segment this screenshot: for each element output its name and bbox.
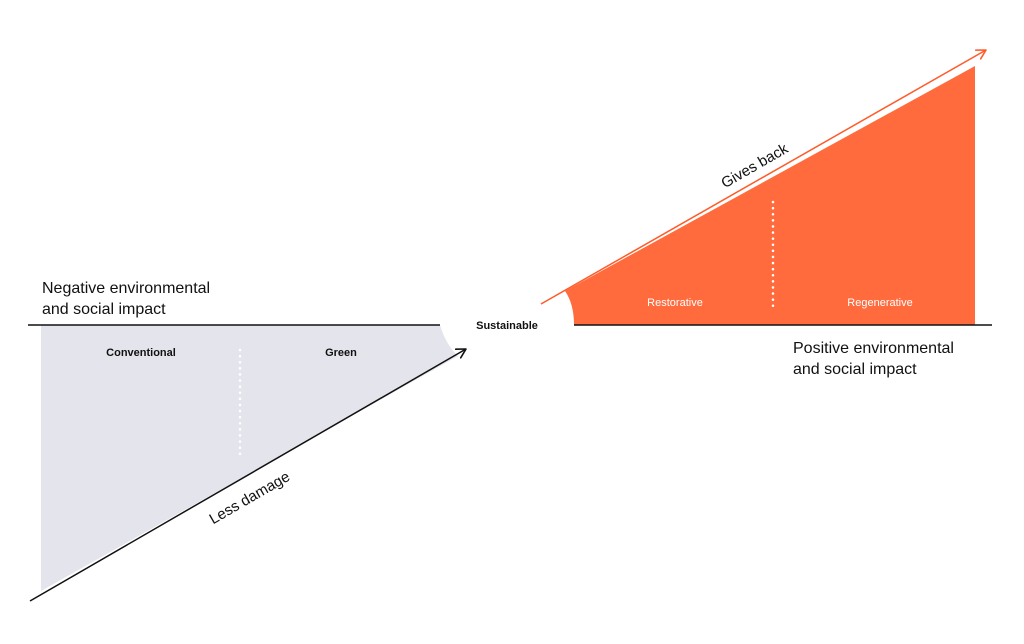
positive-impact-label-line2: and social impact (793, 361, 917, 378)
positive-impact-label: Positive environmental and social impact (793, 340, 958, 378)
negative-impact-label-line2: and social impact (42, 301, 166, 318)
negative-impact-label-line1: Negative environmental (42, 280, 210, 297)
negative-impact-label: Negative environmental and social impact (42, 280, 215, 318)
positive-impact-area (565, 66, 975, 325)
gives-back-arrow (540, 49, 987, 305)
less-damage-arrow (29, 348, 467, 602)
negative-impact-area (41, 325, 458, 591)
sustainable-label: Sustainable (476, 320, 538, 332)
region-label-regenerative: Regenerative (847, 297, 912, 309)
region-label-conventional: Conventional (106, 347, 176, 359)
region-label-green: Green (325, 347, 357, 359)
positive-impact-label-line1: Positive environmental (793, 340, 954, 357)
region-label-restorative: Restorative (647, 297, 703, 309)
